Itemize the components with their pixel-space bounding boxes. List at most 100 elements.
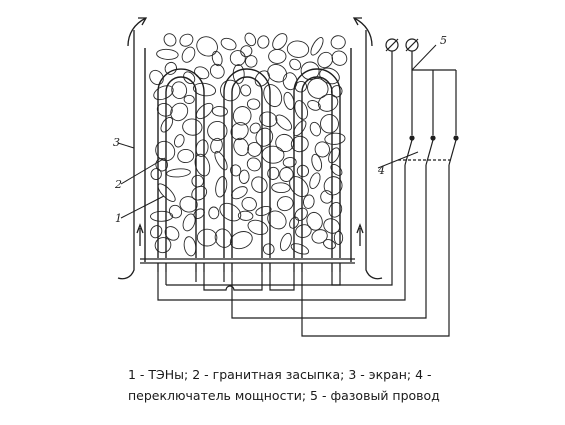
- stone: [229, 50, 246, 67]
- stone: [230, 122, 249, 141]
- stone: [241, 196, 257, 212]
- stone: [290, 243, 310, 255]
- stone: [282, 157, 297, 168]
- heating-element-2: [223, 68, 271, 258]
- heater-schematic: 1 2 3 4 5: [113, 17, 459, 337]
- housing-walls: [144, 48, 352, 262]
- stone: [196, 36, 218, 57]
- stone: [211, 50, 223, 67]
- phase-terminals: [385, 38, 419, 70]
- stone: [168, 204, 183, 219]
- stone: [300, 61, 320, 81]
- stone: [328, 147, 340, 164]
- power-switch: [157, 69, 459, 337]
- stone: [177, 148, 195, 164]
- stone: [173, 134, 185, 148]
- stone: [183, 236, 197, 257]
- stone: [230, 164, 242, 177]
- stone: [268, 48, 287, 64]
- stone: [150, 210, 174, 222]
- stone: [233, 137, 250, 157]
- stone: [163, 33, 177, 47]
- stone: [306, 211, 323, 231]
- stone: [232, 106, 252, 126]
- stone: [182, 213, 196, 232]
- stone: [194, 66, 210, 80]
- stone: [150, 168, 162, 181]
- stone: [333, 230, 344, 245]
- stone: [290, 135, 309, 153]
- stone: [267, 166, 280, 180]
- screen: [117, 17, 383, 280]
- stone: [164, 226, 180, 241]
- stone: [261, 145, 285, 164]
- stone: [309, 172, 321, 190]
- stone: [279, 167, 294, 182]
- stone: [289, 58, 302, 71]
- stone: [207, 120, 228, 141]
- stone: [296, 164, 310, 178]
- stone: [181, 46, 196, 63]
- stone: [294, 207, 308, 221]
- stone: [271, 182, 291, 194]
- stone: [179, 33, 194, 47]
- stone: [307, 77, 329, 99]
- stone: [247, 219, 269, 236]
- stone: [320, 114, 339, 134]
- stone: [154, 237, 172, 254]
- stone: [324, 132, 346, 145]
- stone: [220, 37, 237, 51]
- stone: [267, 63, 288, 83]
- stone: [247, 141, 262, 157]
- stone: [156, 48, 179, 60]
- stone: [170, 102, 189, 122]
- stone: [244, 55, 258, 68]
- stone: [196, 228, 218, 247]
- stone: [208, 206, 220, 220]
- stone: [209, 63, 225, 79]
- stone: [289, 176, 309, 198]
- stone: [294, 100, 309, 120]
- stone: [251, 176, 268, 193]
- figure-caption: 1 - ТЭНы; 2 - гранитная засыпка; 3 - экр…: [128, 364, 458, 406]
- stone: [249, 122, 261, 134]
- stone: [149, 69, 164, 86]
- leader-lines: [117, 44, 437, 219]
- stone: [191, 174, 204, 188]
- stone: [214, 228, 233, 248]
- stone: [310, 37, 324, 56]
- stone: [319, 67, 340, 85]
- stone: [276, 196, 294, 212]
- callout-2: 2: [114, 178, 122, 191]
- stone: [255, 127, 274, 147]
- stone: [331, 50, 348, 66]
- stone: [286, 40, 310, 58]
- callout-4: 4: [377, 164, 385, 177]
- stone: [262, 243, 275, 255]
- stone: [330, 35, 346, 50]
- heating-element-1: [157, 68, 205, 258]
- caption-line-1: 1 - ТЭНы; 2 - гранитная засыпка; 3 - экр…: [128, 367, 432, 382]
- stone: [183, 94, 195, 104]
- stone: [323, 218, 341, 234]
- heating-elements: [157, 68, 341, 258]
- stone: [246, 98, 261, 110]
- stone: [263, 84, 283, 108]
- heating-element-3: [293, 68, 341, 258]
- stone: [220, 79, 241, 102]
- base-plate: [140, 258, 355, 272]
- stone: [279, 232, 292, 252]
- stone: [246, 157, 262, 172]
- stone: [160, 116, 174, 133]
- granite-fill: [149, 32, 348, 257]
- stone: [166, 168, 191, 178]
- stone: [317, 51, 334, 69]
- stone: [237, 210, 254, 221]
- callout-1: 1: [115, 212, 122, 225]
- stone: [214, 150, 228, 171]
- stone: [150, 225, 163, 239]
- stone: [307, 100, 321, 111]
- stone: [330, 163, 343, 176]
- stone: [195, 102, 214, 120]
